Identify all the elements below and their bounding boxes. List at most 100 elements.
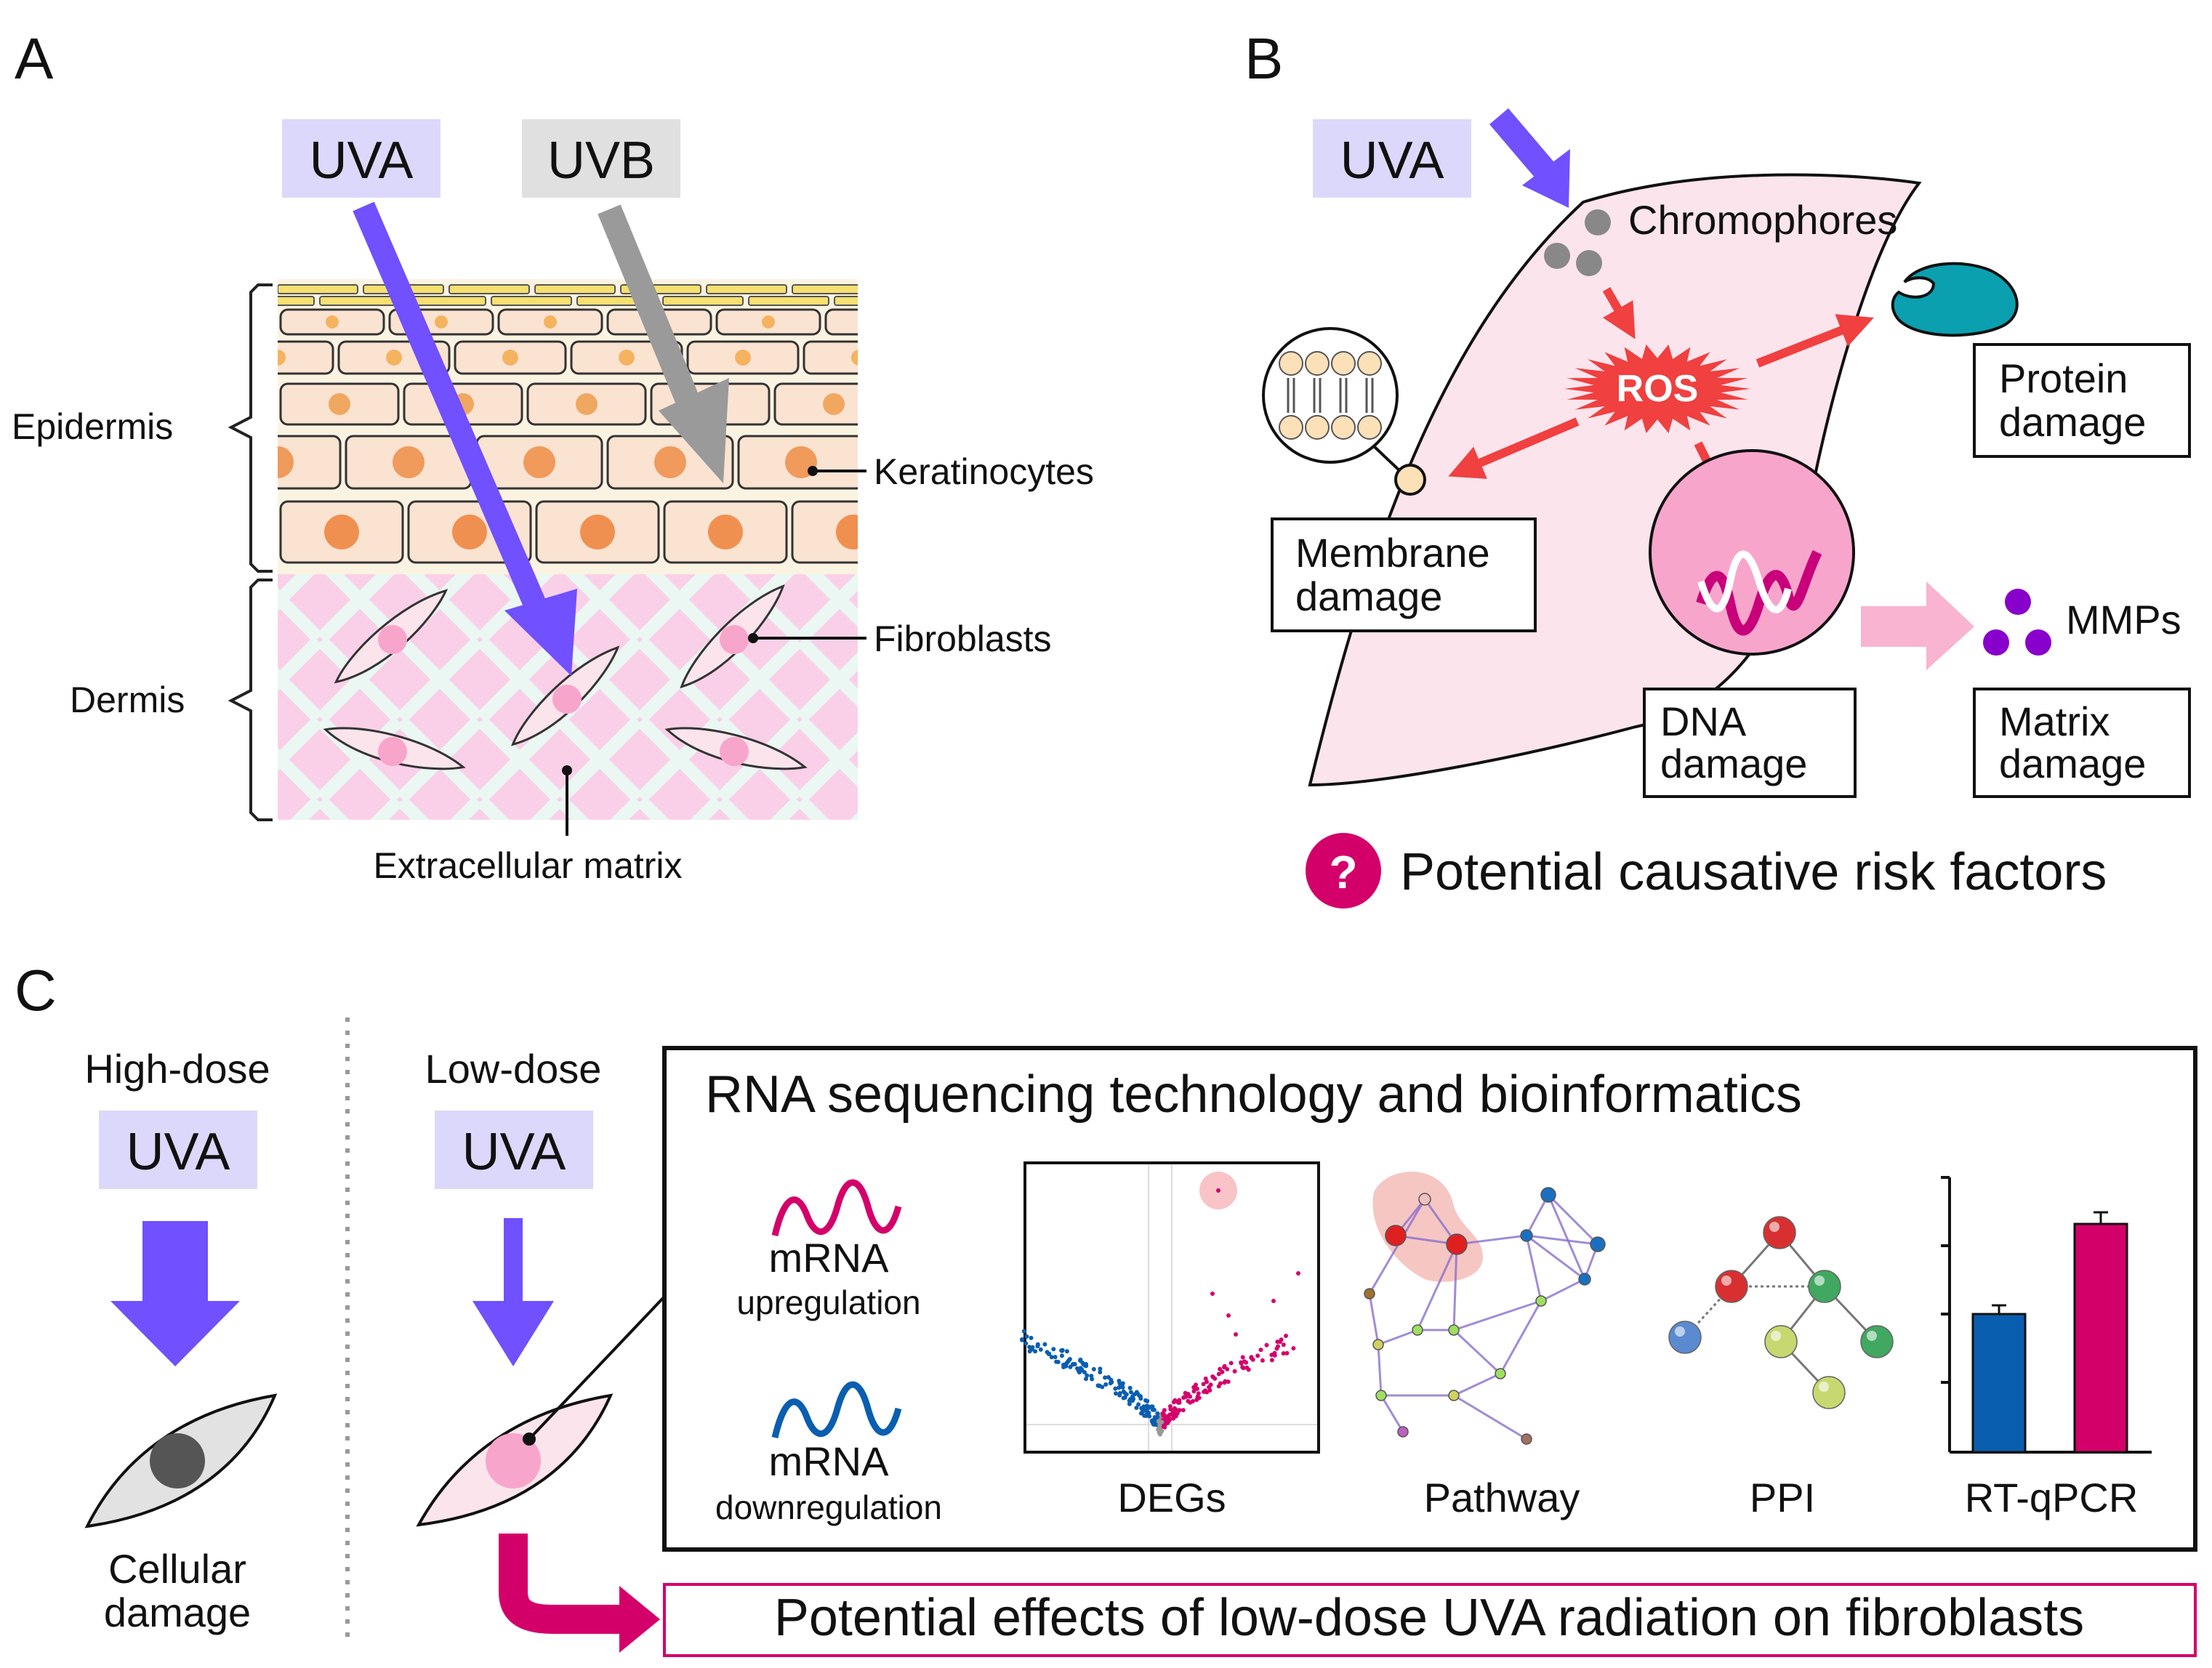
volcano-point	[1146, 1406, 1151, 1411]
mmp-dot	[2025, 629, 2051, 656]
volcano-point	[1127, 1385, 1133, 1390]
uva-arrow-shaft	[353, 201, 552, 623]
protein-damage-line2: damage	[1999, 399, 2146, 445]
volcano-point	[1067, 1357, 1072, 1361]
lipid-bilayer-icon	[1279, 351, 1382, 440]
keratinocyte	[278, 340, 334, 375]
volcano-point	[1042, 1342, 1047, 1347]
keratinocyte-nucleus	[452, 515, 487, 549]
volcano-point	[1090, 1377, 1095, 1382]
chromophore-dot	[1544, 243, 1570, 269]
volcano-point	[1168, 1407, 1173, 1411]
volcano-point	[1084, 1361, 1088, 1366]
ppi-network	[1668, 1216, 1894, 1409]
volcano-point	[1165, 1420, 1170, 1425]
protein-icon	[1891, 262, 2019, 337]
keratinocyte-nucleus	[326, 315, 339, 329]
ppi-node-highlight	[1675, 1326, 1685, 1337]
ppi-node-highlight	[1867, 1331, 1877, 1341]
upregulation-label: upregulation	[736, 1284, 920, 1321]
pathway-edge	[1377, 1344, 1383, 1396]
effects-arrow-head	[619, 1586, 660, 1653]
volcano-point	[1147, 1414, 1152, 1419]
pathway-edge	[1453, 1394, 1527, 1441]
volcano-point	[1033, 1349, 1038, 1354]
volcano-point	[1128, 1390, 1133, 1395]
volcano-point	[1117, 1379, 1122, 1383]
membrane-damage-line2: damage	[1295, 573, 1442, 619]
volcano-point	[1226, 1313, 1231, 1318]
keratinocyte-nucleus	[708, 515, 743, 549]
pathway-node	[1521, 1433, 1532, 1445]
volcano-point	[1158, 1427, 1163, 1433]
keratinocyte-nucleus	[329, 393, 350, 415]
uvb-arrow-shaft	[598, 204, 708, 427]
keratinocyte	[824, 308, 858, 336]
panel-b-label: B	[1244, 26, 1283, 91]
ppi-node-highlight	[1721, 1276, 1732, 1286]
volcano-point	[1117, 1393, 1122, 1398]
keratinocyte-nucleus	[762, 315, 775, 329]
dermis-label: Dermis	[70, 680, 185, 720]
volcano-point	[1155, 1411, 1160, 1416]
keratinocyte	[791, 500, 858, 564]
volcano-point	[1082, 1370, 1087, 1375]
volcano-point	[1271, 1299, 1276, 1303]
corneum-strip	[706, 284, 787, 294]
ppi-node-highlight	[1814, 1276, 1825, 1286]
keratinocyte-nucleus	[580, 515, 615, 549]
epidermis-brace	[228, 283, 273, 573]
volcano-point	[1222, 1365, 1226, 1370]
volcano-point	[1064, 1349, 1069, 1354]
membrane-zoom-circle	[1262, 327, 1399, 464]
keratinocyte	[803, 340, 858, 375]
volcano-point	[1162, 1425, 1167, 1430]
chromophore-dot	[1585, 209, 1611, 235]
ros-to-membrane-arrow	[1448, 417, 1580, 479]
uva-label-box-b	[1313, 119, 1471, 198]
fibroblast	[511, 645, 620, 746]
keratinocyte-nucleus	[654, 446, 686, 478]
corneum-strip	[278, 284, 358, 294]
volcano-point	[1226, 1379, 1231, 1385]
volcano-point	[1218, 1366, 1223, 1371]
volcano-point	[1241, 1366, 1246, 1371]
volcano-point	[1109, 1379, 1114, 1385]
volcano-point	[1071, 1361, 1076, 1366]
pathway-edge	[1380, 1395, 1404, 1433]
effects-arrow	[499, 1534, 624, 1634]
pathway-node	[1590, 1236, 1606, 1252]
lipid-head	[1357, 351, 1382, 376]
pathway-edge	[1456, 1234, 1527, 1246]
uva-arrow-head-b	[1522, 149, 1570, 208]
dna-damage-line1: DNA	[1660, 698, 1747, 744]
effects-label: Potential effects of low-dose UVA radiat…	[774, 1589, 2084, 1647]
volcano-point	[1167, 1417, 1173, 1422]
pathway-edge	[1453, 1372, 1501, 1397]
pathway-edge	[1547, 1193, 1599, 1246]
fibroblasts-label: Fibroblasts	[874, 619, 1052, 659]
volcano-point	[1054, 1359, 1059, 1364]
uvb-label-box	[522, 119, 680, 198]
volcano-point	[1222, 1380, 1227, 1385]
zoom-leader-line	[528, 1295, 666, 1441]
volcano-point	[1068, 1364, 1073, 1369]
keratinocyte-nucleus	[544, 315, 557, 329]
volcano-point	[1141, 1404, 1146, 1409]
volcano-point	[1177, 1400, 1182, 1405]
volcano-point	[1046, 1352, 1051, 1356]
uva-label-b: UVA	[1340, 132, 1444, 190]
fibroblast-nucleus	[720, 625, 749, 654]
membrane-point	[1394, 464, 1426, 496]
keratinocyte-nucleus	[502, 350, 518, 366]
volcano-point	[1085, 1373, 1090, 1378]
volcano-point	[1023, 1341, 1029, 1346]
panel-a-label: A	[15, 26, 54, 91]
ecm-label: Extracellular matrix	[373, 845, 682, 886]
volcano-points	[1020, 1271, 1300, 1437]
volcano-point	[1021, 1329, 1026, 1334]
question-icon	[1306, 833, 1381, 908]
mmp-dot	[1983, 629, 2009, 656]
volcano-point	[1207, 1388, 1212, 1393]
pathway-network	[1364, 1187, 1606, 1445]
